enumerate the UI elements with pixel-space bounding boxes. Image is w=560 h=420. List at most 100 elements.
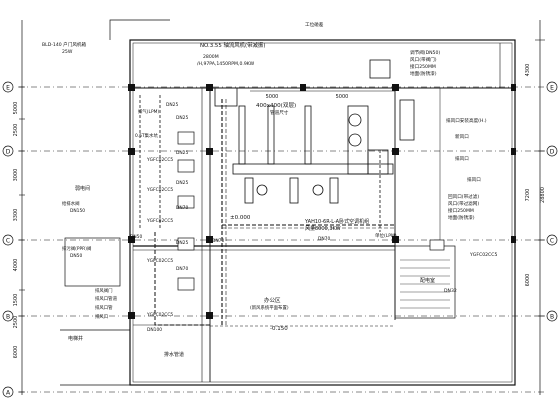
left-note: 给排水阀 — [62, 200, 80, 207]
dim-left-4: 3300 — [13, 209, 19, 222]
dim-left-5: 4000 — [13, 259, 19, 272]
right-dimensions: 4300 7200 6000 28800 — [525, 64, 546, 287]
left-note: 排风口 — [95, 313, 108, 320]
axis-bubble-b-right — [546, 310, 558, 322]
top-dimensions: 5000 5000 — [250, 90, 395, 100]
pipe-label: YGFC02CC5 — [146, 218, 173, 224]
dim-right-total: 28800 — [540, 187, 546, 203]
axis-lines — [18, 86, 545, 393]
dim-top-2: 5000 — [336, 94, 349, 100]
column — [128, 236, 135, 243]
dn-label: DN25 — [166, 102, 178, 108]
duct-drop-1 — [244, 177, 254, 204]
left-room-2: 电梯井 — [68, 335, 83, 342]
column — [206, 148, 213, 155]
fan-note-1: NO.3.55 轴流风机(带减振) — [200, 41, 265, 49]
right-dim-ticks — [535, 39, 545, 317]
right-top-note-2: 风口(带阀门) — [410, 56, 437, 63]
pipe-label: DN100 — [147, 327, 162, 333]
pipe-label: YGFC02CC5 — [146, 258, 173, 264]
left-note: DN150 — [70, 208, 85, 214]
axis-bubble-d-right — [546, 145, 558, 157]
duct-branch-3 — [304, 105, 312, 165]
right-dn: DN32 — [444, 288, 457, 294]
column — [300, 84, 306, 91]
axis-bubble-c-right — [546, 234, 558, 246]
top-left-callout2: 25W — [62, 49, 73, 55]
right-lower-note-4: 地面(防锈漆) — [448, 214, 475, 221]
duct-drop-3 — [329, 177, 339, 204]
axis-letters: E D C B A E D C B — [6, 85, 555, 397]
pipe-label: DN25 — [176, 240, 188, 246]
unit-label: YAH10-6R-L-A卧式空调机组 — [304, 218, 369, 225]
right-note-1: 排风口安装高度(H.) — [446, 117, 487, 124]
axis-label-b-right: B — [550, 314, 554, 321]
fan-box — [369, 59, 391, 79]
diffuser-4 — [312, 184, 324, 196]
pipe-label: DN25 — [176, 150, 188, 156]
unit-label2: 风量8000,3KW — [305, 225, 341, 232]
north-stub — [109, 19, 170, 40]
column — [206, 312, 213, 319]
pipe-sw — [154, 232, 210, 326]
dim-right-2: 7200 — [525, 189, 531, 202]
pipe-label: DN25 — [176, 115, 188, 121]
left-dim-ticks — [19, 86, 25, 393]
right-room-1: 配电室 — [420, 277, 435, 284]
outer-wall — [129, 39, 516, 386]
pipe-label: DN70 — [176, 205, 188, 211]
outer-wall-inner — [132, 42, 513, 383]
fan-note-3: /H,97PA,1450RPM,0.9KW — [197, 61, 255, 67]
left-note: 排风阀门 — [95, 287, 113, 294]
stair-room — [394, 245, 456, 319]
labels-center: YAH10-6R-L-A卧式空调机组 风量8000,3KW ±0.000 -0.… — [68, 185, 435, 358]
pipe-label: DN70 — [176, 266, 188, 272]
fan-box-2 — [214, 87, 238, 107]
elevation-2: -0.150 — [270, 326, 288, 332]
diffuser-3 — [256, 184, 268, 196]
dim-right-3: 6000 — [525, 274, 531, 287]
right-lower-note-3: 接口250MM — [448, 207, 474, 214]
pipe-label: YGFC02CC5 — [146, 312, 173, 318]
dim-left-6: 1500 — [13, 294, 19, 307]
left-note: 排风口管 — [95, 304, 113, 311]
dim-left-3: 3000 — [13, 169, 19, 182]
axis-bubbles — [2, 81, 558, 398]
bottom-room: 排水管道 — [164, 351, 184, 358]
fcu-2 — [177, 159, 195, 173]
main-room: 办公区 — [264, 296, 281, 304]
column — [511, 84, 516, 91]
fan-note-2: 2800M — [203, 54, 219, 60]
pipe-label: 0.5T集水坑 — [135, 132, 158, 139]
column — [511, 148, 516, 155]
top-note: 工位碰差 — [305, 21, 324, 28]
duct-branch-1 — [238, 105, 246, 165]
right-fcu: YGFC02CC5 — [469, 252, 497, 258]
axis-label-a: A — [6, 390, 11, 397]
duct-riser — [347, 105, 369, 175]
right-top-note-4: 地面(防锈漆) — [410, 70, 437, 77]
ahu-box — [367, 149, 389, 175]
axis-label-c-right: C — [550, 238, 554, 245]
dim-left-2: 2500 — [13, 124, 19, 137]
column — [392, 148, 399, 155]
left-note: DN50 — [70, 253, 82, 259]
columns — [128, 84, 516, 319]
column — [128, 84, 135, 91]
pipe-label: DN25 — [176, 180, 188, 186]
axis-label-b: B — [6, 314, 10, 321]
left-note: 排污阀(PPR)阀 — [62, 245, 91, 252]
fcu-4 — [177, 237, 195, 251]
dim-left-8: 6000 — [13, 346, 19, 359]
axis-bubble-a — [2, 386, 14, 398]
column — [392, 84, 399, 91]
axis-label-e-right: E — [550, 85, 554, 92]
column — [128, 312, 135, 319]
right-lower-note-1: 回风口(带过滤) — [448, 193, 479, 200]
right-top-note-3: 接口250MM — [410, 63, 436, 70]
main-room2: (新风系统平面布置) — [250, 304, 289, 311]
frame — [21, 20, 541, 395]
diffuser-1 — [348, 113, 362, 127]
axis-label-d: D — [6, 149, 11, 156]
